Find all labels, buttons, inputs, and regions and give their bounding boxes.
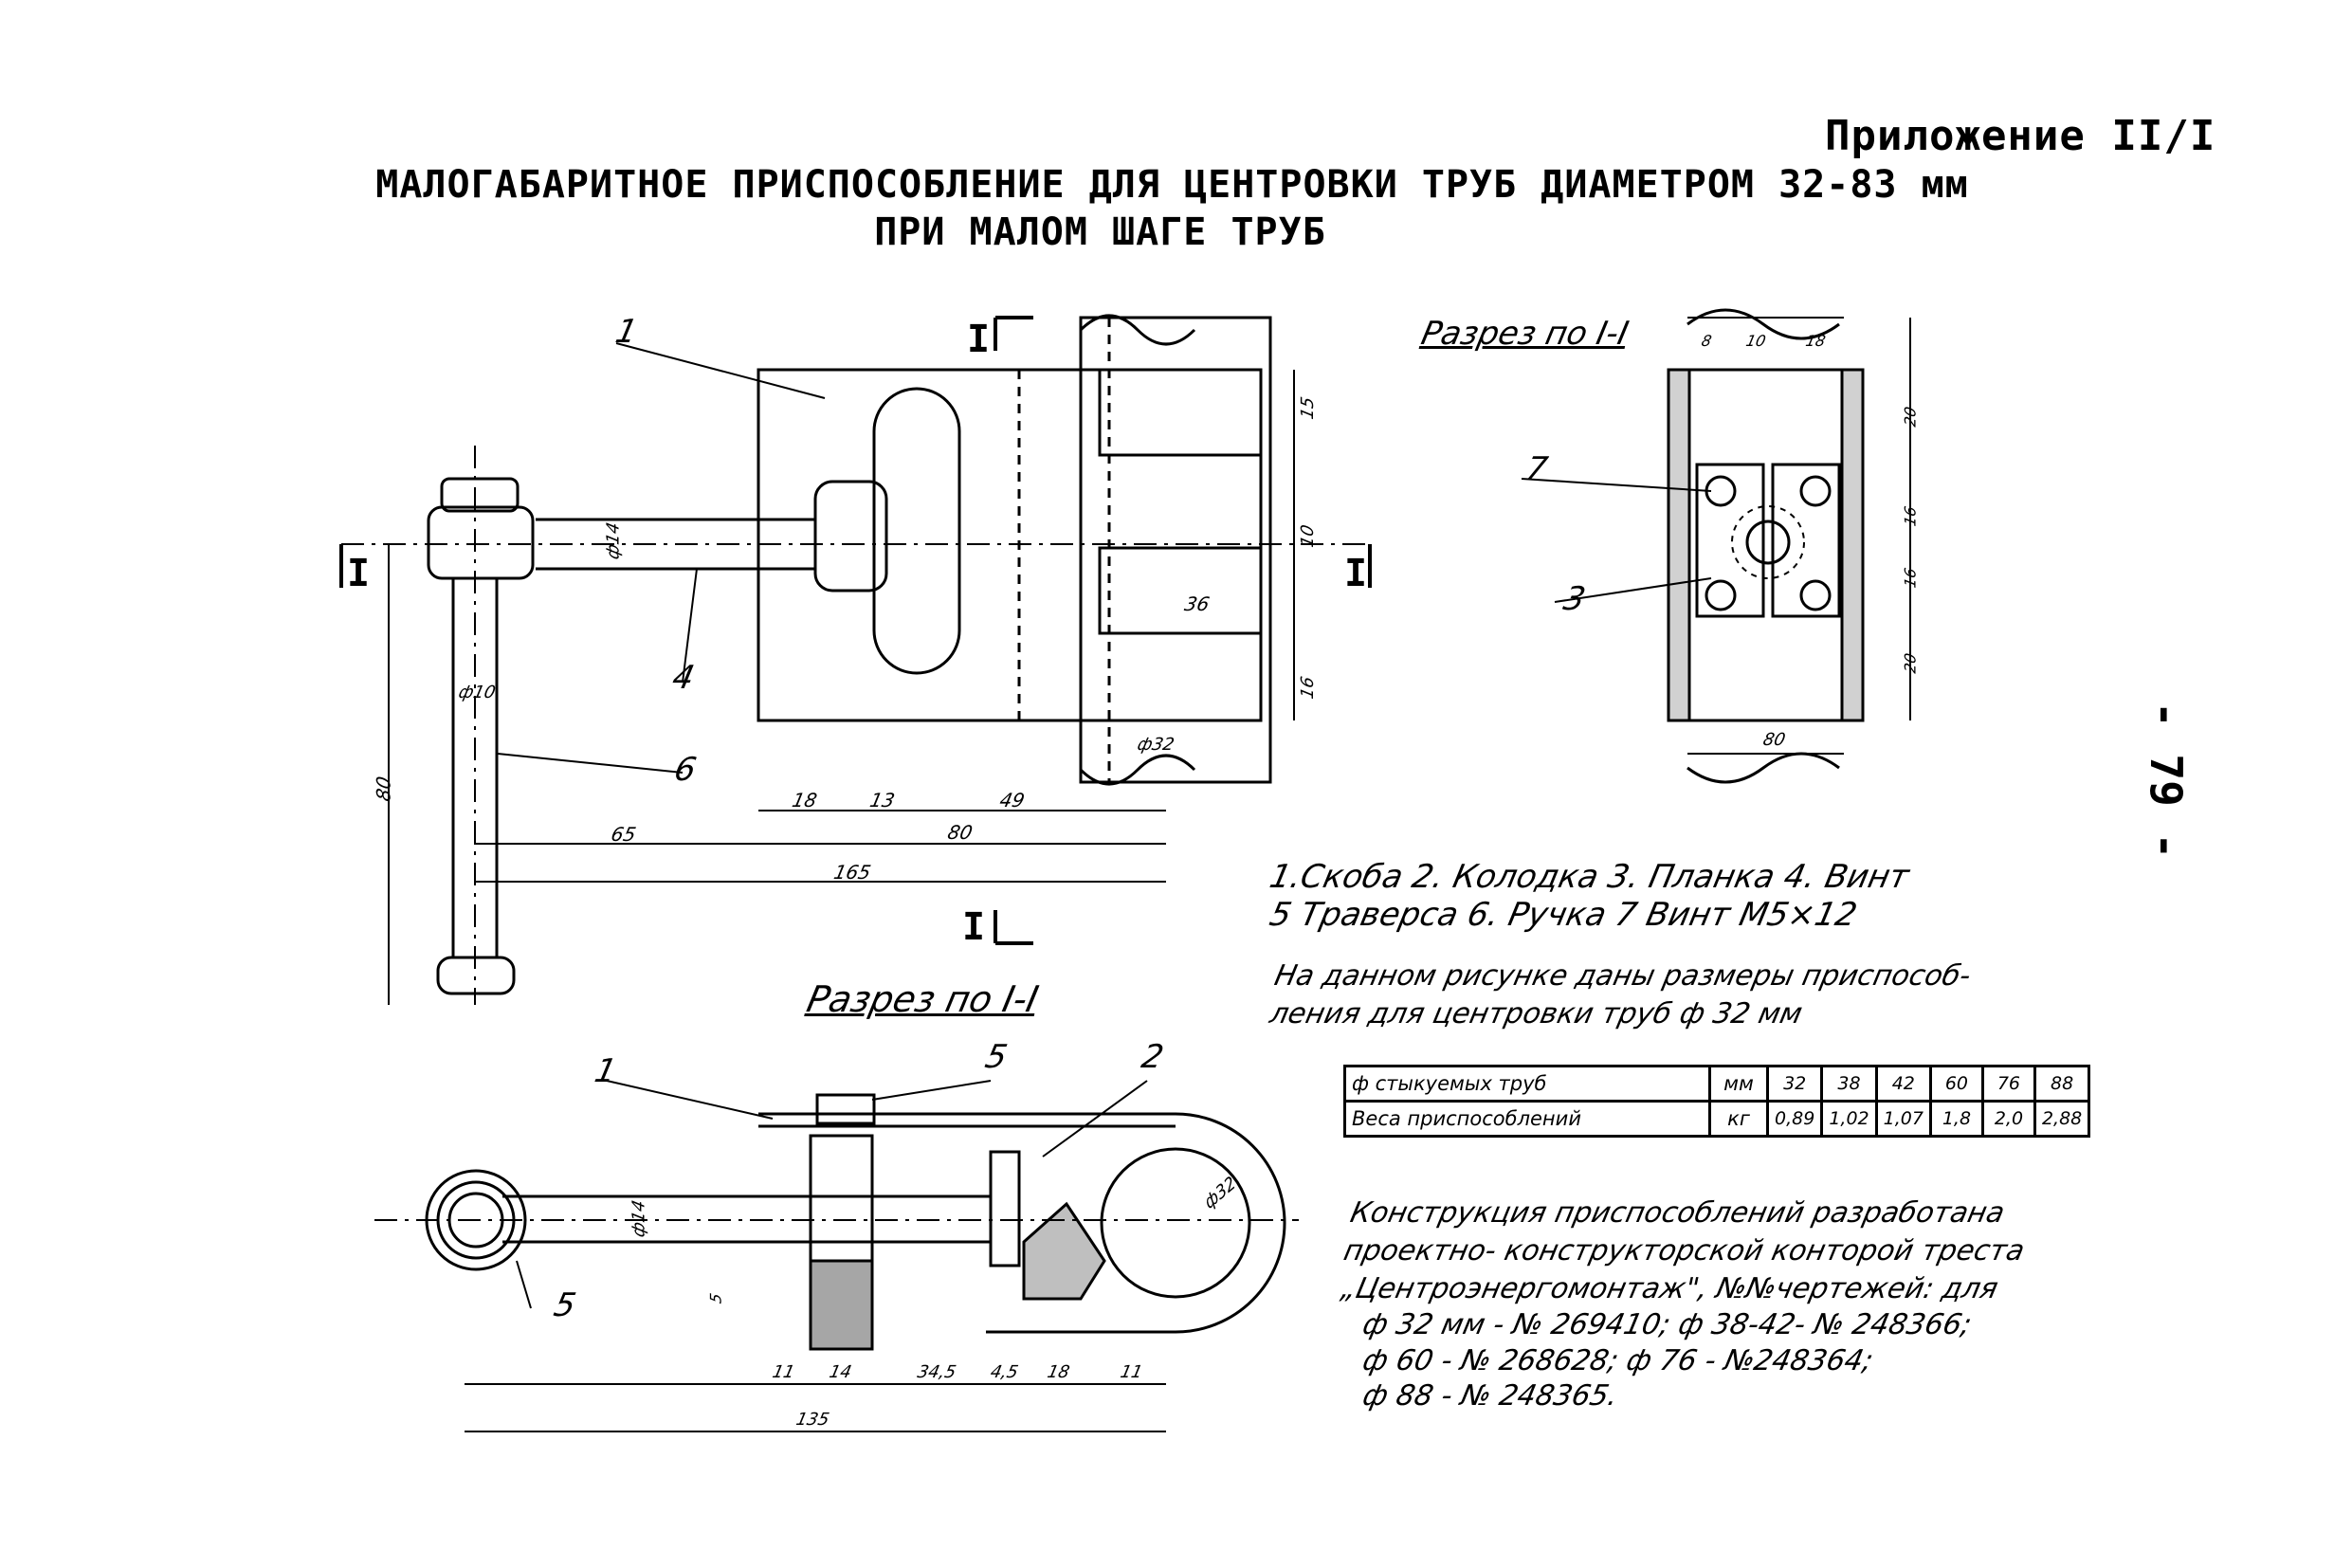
cell: 38 — [1820, 1065, 1878, 1103]
sec-dim-80: 80 — [1760, 730, 1788, 750]
cell: 1,02 — [1820, 1100, 1878, 1138]
note-bottom-line-2: проектно- конструкторской конторой трест… — [1340, 1234, 2028, 1267]
cell: 0,89 — [1765, 1100, 1824, 1138]
sec-dim-16-a: 16 — [1901, 504, 1920, 528]
clamp-nut — [813, 480, 888, 593]
dim-36: 36 — [1182, 593, 1212, 615]
traverse-slot — [872, 387, 961, 675]
row-unit: кг — [1708, 1100, 1769, 1138]
dim-80: 80 — [945, 821, 975, 844]
section-title-bottom: Разрез по I-I — [803, 978, 1043, 1020]
row-label: ф стыкуемых труб — [1343, 1065, 1711, 1103]
dim-phi10: ф10 — [456, 683, 498, 702]
section-mark-top: I — [967, 318, 991, 361]
row-label: Веса приспособлений — [1343, 1100, 1711, 1138]
note-top-line-2: ления для центровки труб ф 32 мм — [1267, 997, 1806, 1030]
spec-table: ф стыкуемых труб мм 32 38 42 60 76 88 Ве… — [1343, 1065, 2091, 1138]
bdim-14: 14 — [827, 1362, 854, 1382]
cell: 88 — [2033, 1065, 2091, 1103]
parts-legend-line-1: 1.Скоба 2. Колодка 3. Планка 4. Винт — [1266, 858, 1913, 896]
section-title-top: Разрез по I-I — [1417, 315, 1632, 353]
section-mark-left: I — [347, 552, 371, 595]
cell: 32 — [1765, 1065, 1824, 1103]
note-bottom-line-1: Конструкция приспособлений разработана — [1347, 1196, 2008, 1230]
bdim-4-5: 4,5 — [988, 1362, 1020, 1382]
dim-15: 15 — [1297, 394, 1318, 422]
cell: 1,8 — [1928, 1100, 1984, 1138]
section-mark-bottom: I — [962, 905, 986, 949]
sec-dim-18: 18 — [1803, 332, 1828, 350]
dim-10: 10 — [1297, 522, 1318, 550]
note-bottom-line-3: „Центроэнергомонтаж", №№чертежей: для — [1338, 1272, 2001, 1305]
sec-dim-20-bottom: 20 — [1901, 651, 1920, 675]
bdim-135: 135 — [793, 1410, 831, 1430]
cell: 60 — [1928, 1065, 1984, 1103]
dim-13: 13 — [867, 789, 898, 811]
cell: 2,0 — [1980, 1100, 2036, 1138]
sec-dim-10: 10 — [1743, 332, 1768, 350]
sec-dim-20-top: 20 — [1901, 405, 1920, 428]
dim-165: 165 — [831, 861, 873, 884]
dim-49: 49 — [997, 789, 1028, 811]
cell: 2,88 — [2033, 1100, 2091, 1138]
cell: 76 — [1980, 1065, 2036, 1103]
cell: 42 — [1874, 1065, 1932, 1103]
section-mark-right: I — [1344, 552, 1368, 595]
table-row: Веса приспособлений кг 0,89 1,02 1,07 1,… — [1343, 1100, 2091, 1138]
dim-phi32: ф32 — [1135, 735, 1176, 755]
drawing-title-line-1: МАЛОГАБАРИТНОЕ ПРИСПОСОБЛЕНИЕ ДЛЯ ЦЕНТРО… — [375, 163, 1969, 207]
dim-16: 16 — [1297, 674, 1318, 702]
bdim-18: 18 — [1045, 1362, 1072, 1382]
note-top-line-1: На данном рисунке даны размеры приспособ… — [1271, 959, 1975, 993]
drawing-title-line-2: ПРИ МАЛОМ ШАГЕ ТРУБ — [874, 210, 1326, 254]
bottom-section-view — [374, 1080, 1299, 1432]
appendix-label: Приложение II/I — [1825, 112, 2216, 160]
section-view — [1521, 308, 1911, 784]
dim-80-vertical: 80 — [372, 774, 395, 804]
bdim-34-5: 34,5 — [915, 1362, 958, 1382]
note-bottom-line-6: ф 88 - № 248365. — [1359, 1379, 1621, 1413]
table-row: ф стыкуемых труб мм 32 38 42 60 76 88 — [1343, 1065, 2091, 1103]
cell: 1,07 — [1874, 1100, 1932, 1138]
bdim-phi14: ф14 — [629, 1198, 649, 1239]
bdim-11-b: 11 — [1118, 1362, 1145, 1382]
handle-head — [427, 505, 535, 580]
parts-legend-line-2: 5 Траверса 6. Ручка 7 Винт М5×12 — [1266, 896, 1861, 934]
sec-dim-16-b: 16 — [1901, 566, 1920, 590]
dim-18: 18 — [790, 789, 820, 811]
bdim-11-a: 11 — [770, 1362, 797, 1382]
dim-phi14: ф14 — [603, 520, 624, 561]
note-bottom-line-4: ф 32 мм - № 269410; ф 38-42- № 248366; — [1359, 1308, 1975, 1341]
note-bottom-line-5: ф 60 - № 268628; ф 76 - №248364; — [1359, 1344, 1876, 1377]
main-view — [339, 314, 1372, 1005]
row-unit: мм — [1708, 1065, 1769, 1103]
dim-65: 65 — [609, 823, 639, 846]
